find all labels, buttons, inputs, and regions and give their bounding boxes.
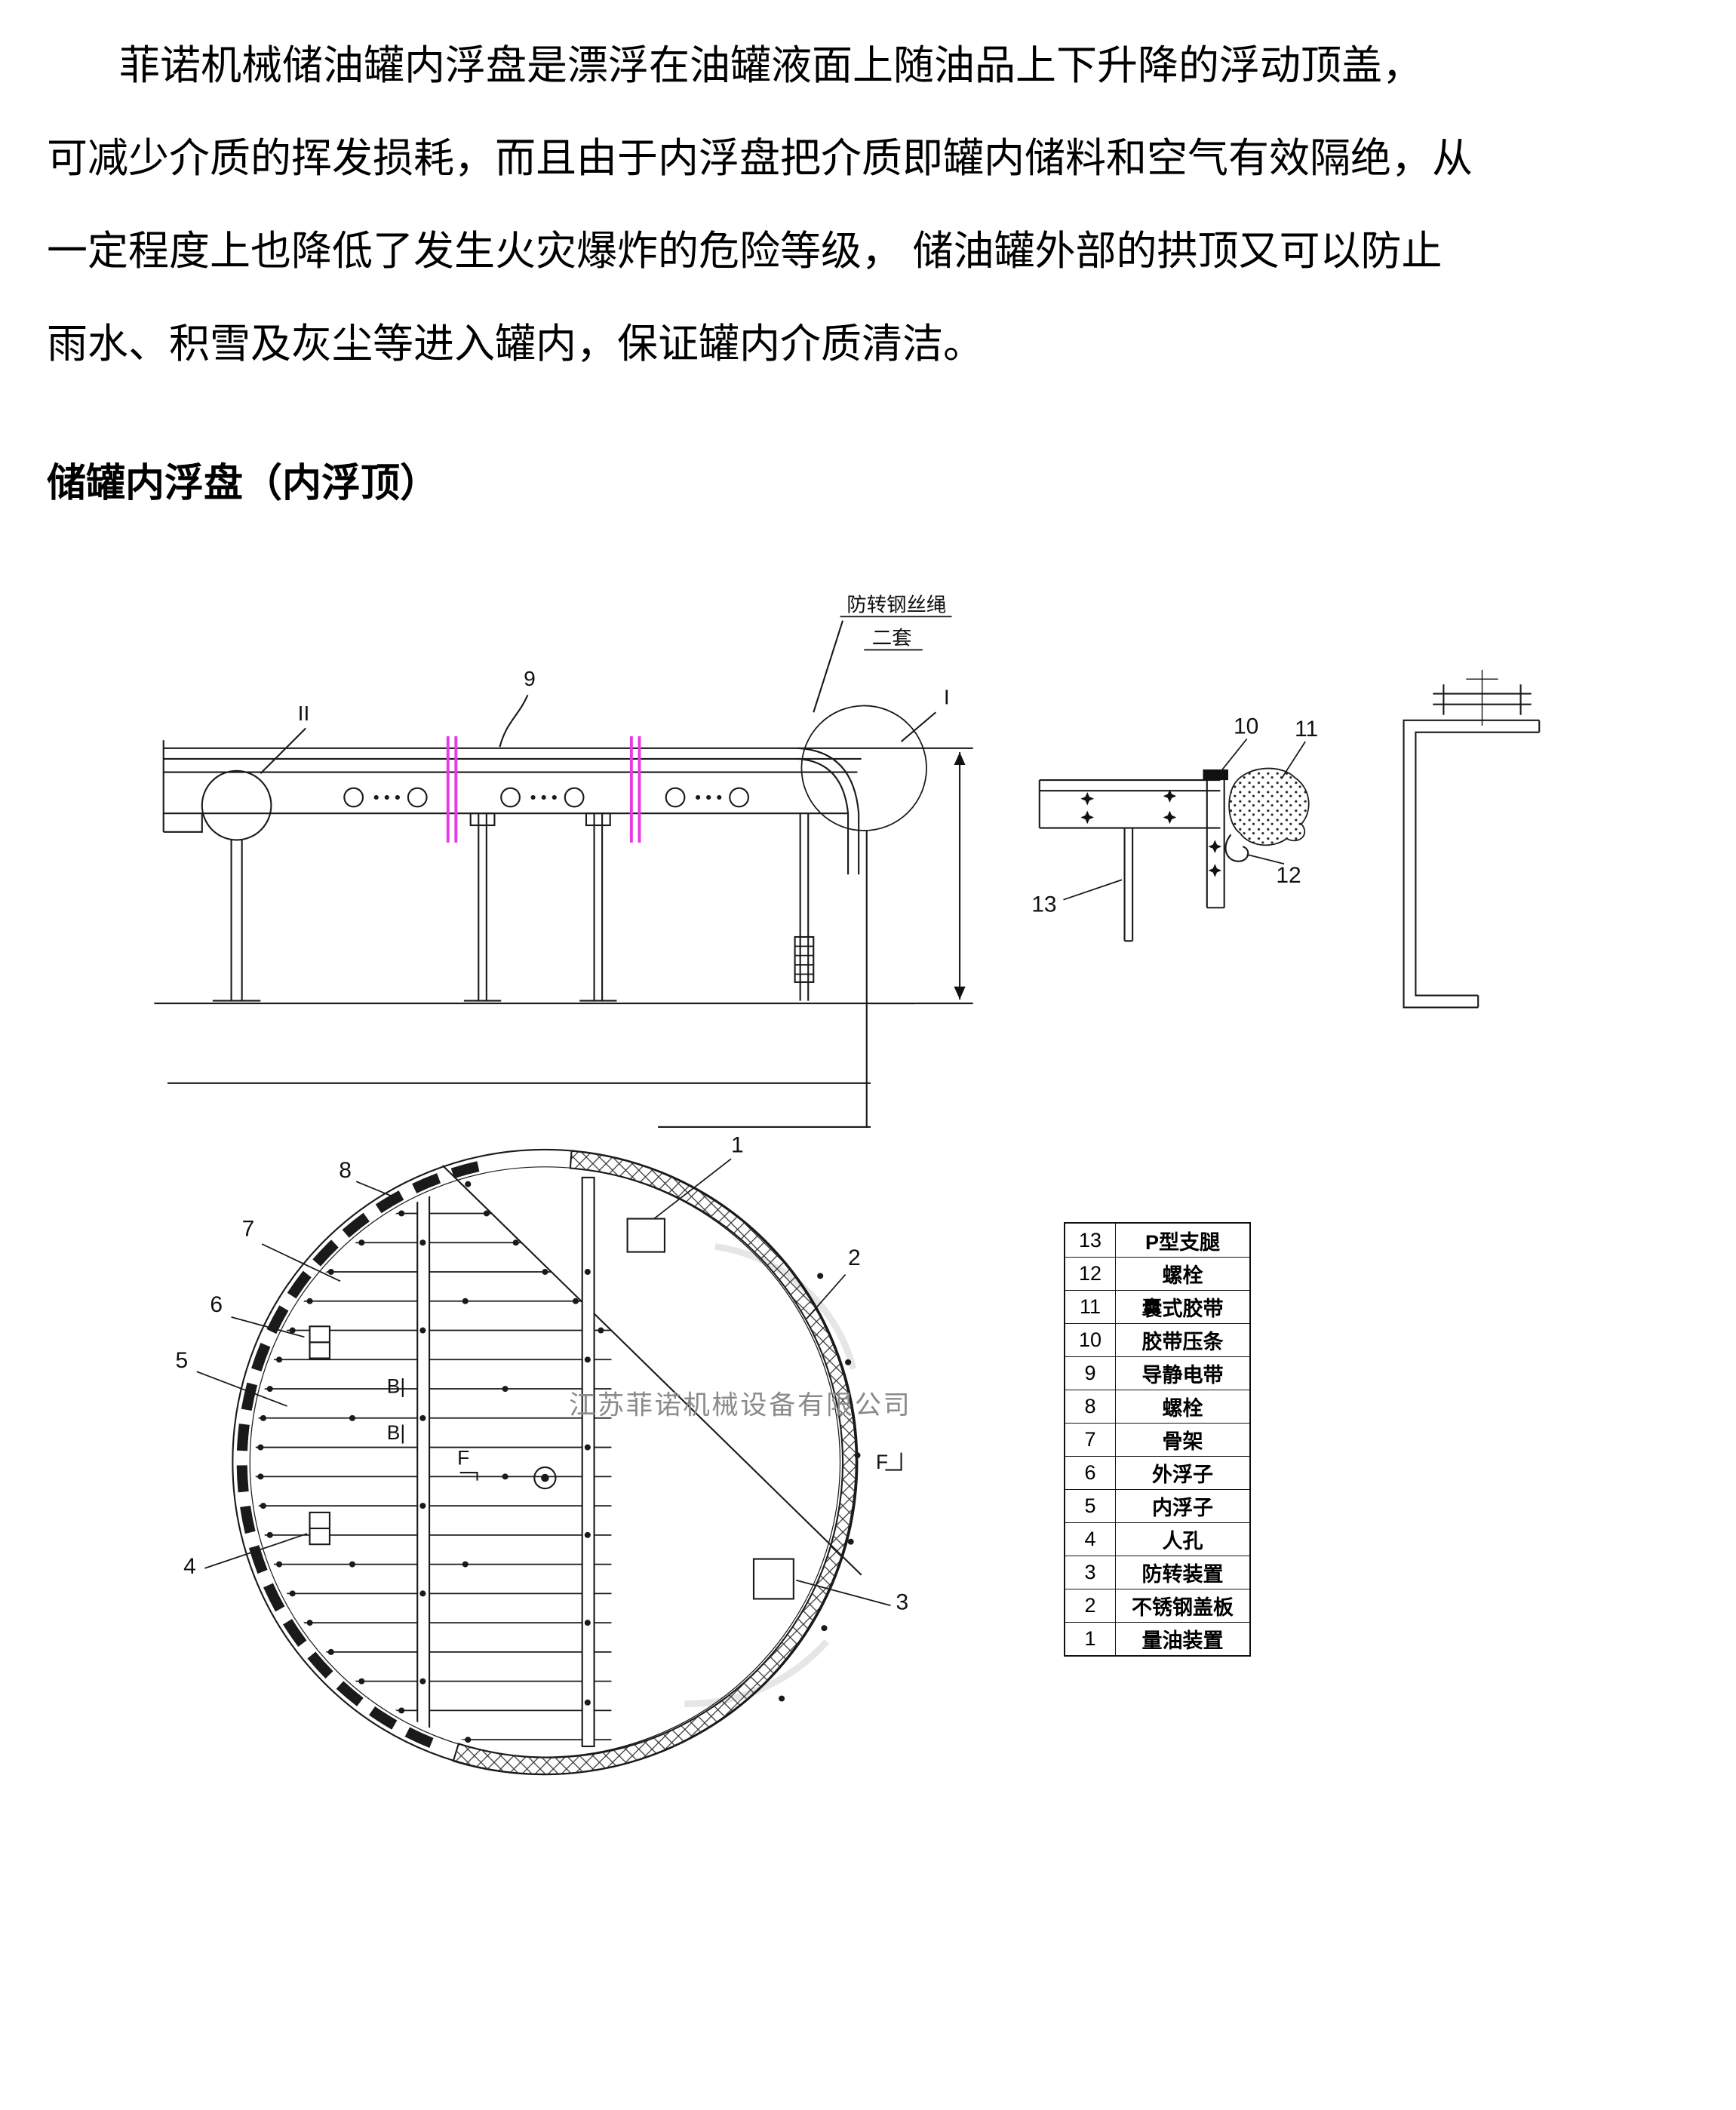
paragraph-line: 一定程度上也降低了发生火灾爆炸的危险等级， 储油罐外部的拱顶又可以防止 — [47, 229, 1443, 274]
section-label-f-right: F — [876, 1451, 888, 1473]
callout-4: 4 — [183, 1554, 196, 1579]
callout-7: 7 — [242, 1216, 255, 1241]
part-name: 不锈钢盖板 — [1132, 1596, 1234, 1619]
part-number: 1 — [1065, 1623, 1116, 1655]
channel-beam — [581, 1176, 595, 1748]
callout-9: 9 — [524, 666, 536, 690]
part-name: 人孔 — [1162, 1530, 1203, 1553]
part-name: 螺栓 — [1162, 1264, 1203, 1287]
callout-11: 11 — [1295, 717, 1318, 742]
plan-view — [196, 1148, 902, 1776]
manhole-clamp-details — [309, 1325, 331, 1546]
edge-detail-view — [1038, 738, 1310, 942]
part-number: 13 — [1065, 1224, 1116, 1257]
section-boundary-line — [441, 1165, 862, 1576]
callout-leaders — [196, 1158, 891, 1607]
callout-section-I: I — [944, 685, 950, 709]
callout-12: 12 — [1276, 863, 1301, 888]
technical-drawing: II 9 I 防转钢丝绳 二套 10 11 12 13 — [154, 593, 1541, 1776]
table-row: 4 人孔 — [1065, 1522, 1249, 1556]
table-row: 7 骨架 — [1065, 1423, 1249, 1456]
part-number: 6 — [1065, 1457, 1116, 1489]
part-name: 囊式胶带 — [1141, 1298, 1224, 1320]
part-name: 骨架 — [1162, 1430, 1203, 1453]
section-label-b-upper: B| — [387, 1374, 405, 1397]
part-name: 防转装置 — [1141, 1563, 1224, 1586]
part-number: 4 — [1065, 1523, 1116, 1556]
segmented-rim-band — [236, 1160, 484, 1748]
part-number: 8 — [1065, 1390, 1116, 1423]
anti-rotation-square — [752, 1558, 794, 1600]
skeleton-grid — [255, 1176, 612, 1748]
channel-beam — [416, 1176, 431, 1748]
callout-section-II: II — [298, 701, 310, 725]
part-name: 导静电带 — [1141, 1364, 1224, 1387]
side-elevation-view — [154, 616, 973, 1129]
part-number: 5 — [1065, 1490, 1116, 1522]
section-heading: 储罐内浮盘（内浮顶） — [47, 462, 440, 505]
section-cut-marks — [459, 1452, 902, 1481]
rim-channel-section — [1403, 669, 1541, 1009]
table-row: 3 防转装置 — [1065, 1556, 1249, 1589]
table-row: 2 不锈钢盖板 — [1065, 1589, 1249, 1622]
part-name: 外浮子 — [1152, 1463, 1213, 1486]
paragraph-line: 雨水、积雪及灰尘等进入罐内，保证罐内介质清洁。 — [47, 321, 984, 367]
part-number: 9 — [1065, 1357, 1116, 1390]
part-number: 7 — [1065, 1424, 1116, 1456]
bladder-rubber-seal — [1228, 767, 1310, 846]
company-watermark: 江苏菲诺机械设备有限公司 — [569, 1391, 911, 1420]
clamp-strip — [1203, 769, 1228, 781]
note-wire-rope: 防转钢丝绳 — [846, 593, 946, 616]
part-number: 10 — [1065, 1324, 1116, 1356]
table-row: 11 囊式胶带 — [1065, 1290, 1249, 1323]
paragraph-line: 菲诺机械储油罐内浮盘是漂浮在油罐液面上随油品上下升降的浮动顶盖， — [119, 43, 1423, 88]
callout-3: 3 — [896, 1590, 908, 1615]
callout-5: 5 — [176, 1348, 189, 1373]
note-two-sets: 二套 — [872, 626, 912, 649]
detail-circle-II — [201, 769, 272, 841]
part-name: 胶带压条 — [1141, 1331, 1224, 1353]
callout-1: 1 — [731, 1132, 744, 1157]
fastener-dots — [257, 1181, 861, 1743]
section-label-b-lower: B| — [387, 1421, 405, 1444]
part-name: 螺栓 — [1162, 1397, 1203, 1420]
part-number: 11 — [1065, 1291, 1116, 1323]
callout-10: 10 — [1234, 714, 1258, 739]
table-row: 12 螺栓 — [1065, 1257, 1249, 1290]
detail-circle-I — [800, 705, 927, 831]
part-name: 量油装置 — [1141, 1629, 1224, 1652]
section-label-f-left: F — [457, 1446, 469, 1469]
bolt-marks — [1080, 789, 1222, 877]
callout-13: 13 — [1031, 892, 1056, 917]
callout-8: 8 — [339, 1158, 352, 1183]
table-row: 6 外浮子 — [1065, 1456, 1249, 1489]
gasket-marker-lines — [446, 736, 641, 843]
part-name: P型支腿 — [1145, 1230, 1220, 1254]
part-number: 12 — [1065, 1258, 1116, 1290]
part-number: 3 — [1065, 1556, 1116, 1589]
part-name: 内浮子 — [1152, 1497, 1213, 1519]
table-row: 10 胶带压条 — [1065, 1323, 1249, 1356]
intro-paragraph: 菲诺机械储油罐内浮盘是漂浮在油罐液面上随油品上下升降的浮动顶盖， 可减少介质的挥… — [47, 20, 1691, 391]
table-row: 5 内浮子 — [1065, 1489, 1249, 1522]
paragraph-line: 可减少介质的挥发损耗，而且由于内浮盘把介质即罐内储料和空气有效隔绝，从 — [47, 136, 1473, 181]
table-row: 8 螺栓 — [1065, 1390, 1249, 1423]
callout-6: 6 — [210, 1292, 223, 1317]
table-row: 9 导静电带 — [1065, 1356, 1249, 1390]
table-row: 13 P型支腿 — [1065, 1224, 1249, 1257]
part-number: 2 — [1065, 1589, 1116, 1622]
gauge-hatch-square — [626, 1218, 665, 1253]
callout-2: 2 — [848, 1245, 861, 1270]
table-row: 1 量油装置 — [1065, 1622, 1249, 1655]
center-mark — [533, 1466, 557, 1490]
